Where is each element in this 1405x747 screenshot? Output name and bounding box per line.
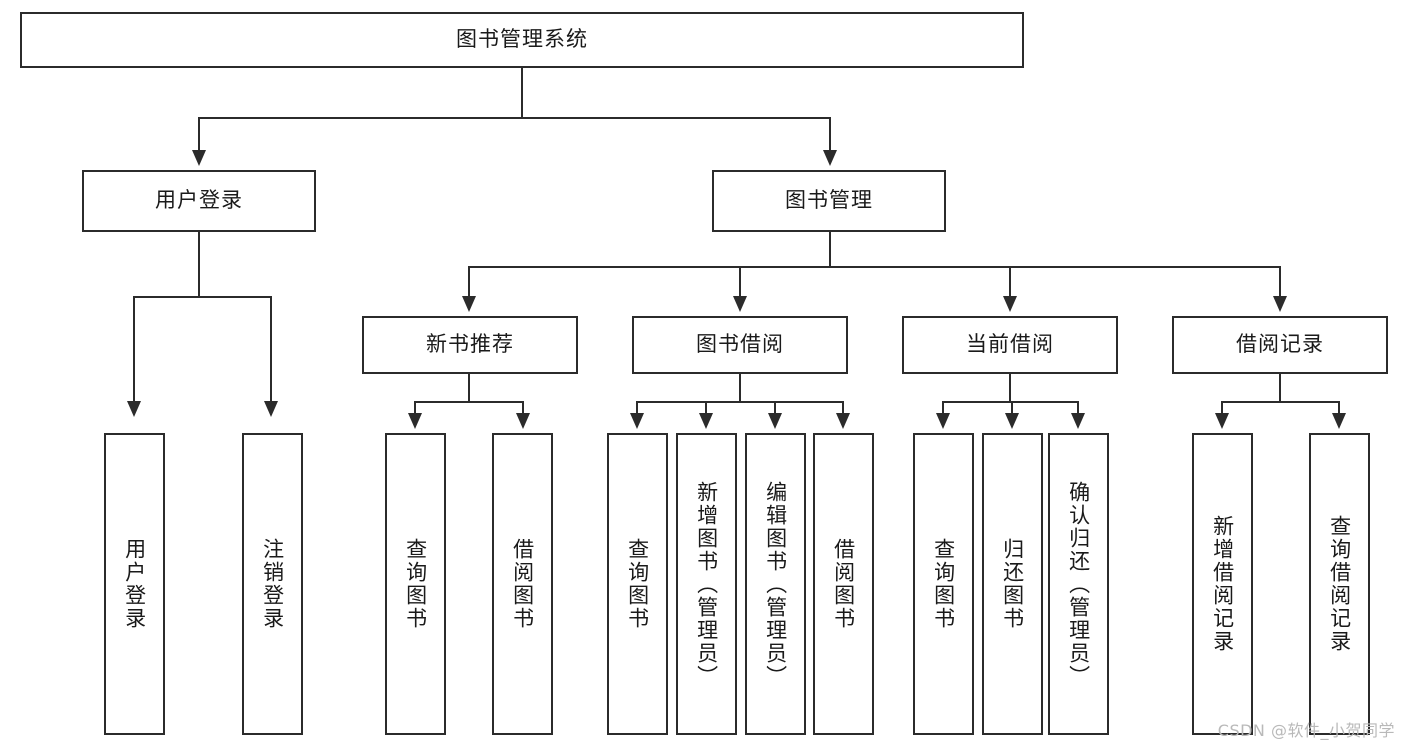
node-leaf-edit-book[interactable]: 编辑图书（管理员） — [745, 433, 806, 735]
node-leaf-return-book[interactable]: 归还图书 — [982, 433, 1043, 735]
node-leaf-query-book-3-label: 查询图书 — [931, 538, 956, 630]
node-current-borrow[interactable]: 当前借阅 — [902, 316, 1118, 374]
connector-bb-to-leaf3 — [774, 401, 776, 415]
connector-user-login-bus — [133, 296, 271, 298]
arrowhead-leaf-query-record — [1332, 413, 1346, 429]
node-borrow-record[interactable]: 借阅记录 — [1172, 316, 1388, 374]
node-leaf-query-book-1-label: 查询图书 — [403, 538, 428, 630]
connector-borrow-record-bus — [1221, 401, 1340, 403]
node-leaf-query-record[interactable]: 查询借阅记录 — [1309, 433, 1370, 735]
arrowhead-leaf-add-book — [699, 413, 713, 429]
node-root-system[interactable]: 图书管理系统 — [20, 12, 1024, 68]
connector-new-book-to-leaf2 — [522, 401, 524, 415]
connector-bm-to-book-borrow — [739, 266, 741, 298]
node-leaf-query-record-label: 查询借阅记录 — [1327, 515, 1352, 653]
node-leaf-user-login-label: 用户登录 — [122, 538, 147, 630]
arrowhead-leaf-query-book-3 — [936, 413, 950, 429]
node-leaf-add-record-label: 新增借阅记录 — [1210, 515, 1235, 653]
node-leaf-query-book-3[interactable]: 查询图书 — [913, 433, 974, 735]
node-leaf-edit-book-label: 编辑图书（管理员） — [763, 480, 788, 688]
arrowhead-book-borrow — [733, 296, 747, 312]
arrowhead-leaf-user-login — [127, 401, 141, 417]
node-leaf-query-book-2-label: 查询图书 — [625, 538, 650, 630]
connector-new-book-bus — [414, 401, 524, 403]
connector-book-borrow-bus — [636, 401, 844, 403]
node-book-borrow[interactable]: 图书借阅 — [632, 316, 848, 374]
node-leaf-add-book-label: 新增图书（管理员） — [694, 480, 719, 688]
node-leaf-logout-login[interactable]: 注销登录 — [242, 433, 303, 735]
node-book-management[interactable]: 图书管理 — [712, 170, 946, 232]
node-leaf-borrow-book-2[interactable]: 借阅图书 — [813, 433, 874, 735]
arrowhead-book-management — [823, 150, 837, 166]
arrowhead-leaf-query-book-2 — [630, 413, 644, 429]
arrowhead-current-borrow — [1003, 296, 1017, 312]
arrowhead-borrow-record — [1273, 296, 1287, 312]
connector-current-borrow-stem — [1009, 374, 1011, 402]
connector-bb-to-leaf4 — [842, 401, 844, 415]
connector-cb-to-leaf3 — [1077, 401, 1079, 415]
connector-root-to-user-login — [198, 117, 200, 152]
arrowhead-leaf-return-book — [1005, 413, 1019, 429]
connector-br-to-leaf1 — [1221, 401, 1223, 415]
node-leaf-borrow-book-1-label: 借阅图书 — [510, 538, 535, 630]
connector-new-book-stem — [468, 374, 470, 402]
connector-bb-to-leaf1 — [636, 401, 638, 415]
node-leaf-user-login[interactable]: 用户登录 — [104, 433, 165, 735]
arrowhead-leaf-edit-book — [768, 413, 782, 429]
connector-user-login-to-leaf2 — [270, 296, 272, 403]
connector-current-borrow-bus — [942, 401, 1079, 403]
connector-book-management-stem — [829, 232, 831, 267]
connector-user-login-to-leaf1 — [133, 296, 135, 403]
connector-new-book-to-leaf1 — [414, 401, 416, 415]
node-leaf-return-book-label: 归还图书 — [1000, 538, 1025, 630]
connector-user-login-stem — [198, 232, 200, 297]
connector-cb-to-leaf1 — [942, 401, 944, 415]
node-leaf-add-book[interactable]: 新增图书（管理员） — [676, 433, 737, 735]
node-leaf-confirm-return[interactable]: 确认归还（管理员） — [1048, 433, 1109, 735]
node-leaf-confirm-return-label: 确认归还（管理员） — [1066, 480, 1091, 688]
connector-br-to-leaf2 — [1338, 401, 1340, 415]
arrowhead-user-login — [192, 150, 206, 166]
node-leaf-query-book-2[interactable]: 查询图书 — [607, 433, 668, 735]
connector-bm-to-new-book — [468, 266, 470, 298]
arrowhead-new-book-recommend — [462, 296, 476, 312]
connector-bb-to-leaf2 — [705, 401, 707, 415]
node-new-book-recommend[interactable]: 新书推荐 — [362, 316, 578, 374]
connector-borrow-record-stem — [1279, 374, 1281, 402]
node-user-login[interactable]: 用户登录 — [82, 170, 316, 232]
connector-bm-to-borrow-record — [1279, 266, 1281, 298]
connector-root-bus — [198, 117, 830, 119]
arrowhead-leaf-query-book-1 — [408, 413, 422, 429]
node-leaf-borrow-book-2-label: 借阅图书 — [831, 538, 856, 630]
connector-root-stem — [521, 68, 523, 118]
node-leaf-borrow-book-1[interactable]: 借阅图书 — [492, 433, 553, 735]
arrowhead-leaf-confirm-return — [1071, 413, 1085, 429]
connector-root-to-book-management — [829, 117, 831, 152]
connector-cb-to-leaf2 — [1011, 401, 1013, 415]
connector-book-borrow-stem — [739, 374, 741, 402]
connector-bm-to-current-borrow — [1009, 266, 1011, 298]
arrowhead-leaf-logout-login — [264, 401, 278, 417]
arrowhead-leaf-add-record — [1215, 413, 1229, 429]
node-leaf-add-record[interactable]: 新增借阅记录 — [1192, 433, 1253, 735]
node-leaf-query-book-1[interactable]: 查询图书 — [385, 433, 446, 735]
arrowhead-leaf-borrow-book-2 — [836, 413, 850, 429]
node-leaf-logout-login-label: 注销登录 — [260, 538, 285, 630]
connector-book-management-bus — [468, 266, 1280, 268]
arrowhead-leaf-borrow-book-1 — [516, 413, 530, 429]
